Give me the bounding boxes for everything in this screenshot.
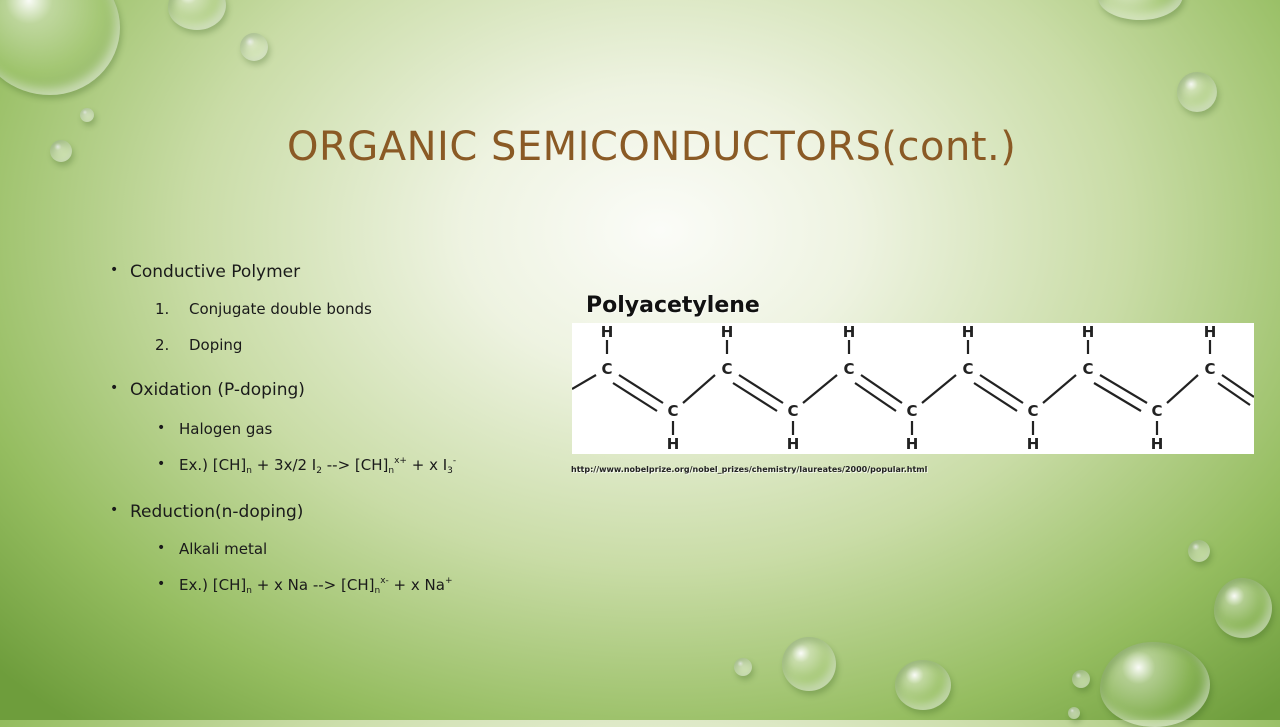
water-drop-decoration [1068, 707, 1080, 719]
bullet-dot-icon: • [110, 262, 119, 278]
cc-double-bond [973, 382, 1018, 412]
cc-single-bond [682, 374, 716, 404]
bullet-alkali-metal: • Alkali metal [157, 540, 268, 558]
figure-title: Polyacetylene [586, 293, 760, 318]
water-drop-decoration [734, 658, 752, 676]
water-drop-decoration [1177, 72, 1217, 112]
cc-single-bond [1042, 374, 1077, 404]
bullet-dot-icon: • [157, 420, 166, 436]
hydrogen-atom: H [601, 323, 614, 341]
cc-double-bond [618, 374, 664, 404]
bullet-dot-icon: • [110, 502, 119, 518]
cc-double-bond [732, 382, 778, 412]
hydrogen-atom: H [843, 323, 856, 341]
water-drop-decoration [1100, 642, 1210, 727]
hydrogen-atom: H [1204, 323, 1217, 341]
carbon-atom: C [1204, 360, 1215, 378]
water-drop-decoration [0, 0, 120, 95]
carbon-atom: C [843, 360, 854, 378]
carbon-atom: C [1082, 360, 1093, 378]
water-drop-decoration [782, 637, 836, 691]
cc-single-bond [921, 374, 957, 404]
carbon-atom: C [787, 402, 798, 420]
carbon-atom: C [906, 402, 917, 420]
hydrogen-atom: H [787, 435, 800, 453]
cc-single-bond [1166, 374, 1199, 404]
hydrogen-atom: H [1082, 323, 1095, 341]
cc-double-bond [1099, 374, 1148, 404]
source-link[interactable]: http://www.nobelprize.org/nobel_prizes/c… [571, 465, 928, 474]
carbon-atom: C [1027, 402, 1038, 420]
slide-title: ORGANIC SEMICONDUCTORS(cont.) [287, 124, 1017, 170]
cc-double-bond [854, 382, 897, 412]
carbon-atom: C [962, 360, 973, 378]
hydrogen-atom: H [1027, 435, 1040, 453]
bullet-dot-icon: • [157, 540, 166, 556]
bullet-conductive-polymer: • Conductive Polymer [110, 262, 301, 282]
cc-double-bond [1093, 382, 1142, 412]
cc-double-bond [1221, 374, 1255, 398]
cc-double-bond [860, 374, 903, 404]
bullet-oxidation-example: • Ex.) [CH]n + 3x/2 I2 --> [CH]nx+ + x I… [157, 456, 457, 476]
bullet-halogen-gas: • Halogen gas [157, 420, 273, 438]
water-drop-decoration [1072, 670, 1090, 688]
bullet-dot-icon: • [157, 456, 166, 472]
cc-single-bond [802, 374, 838, 404]
cc-double-bond [1217, 382, 1251, 406]
water-drop-decoration [168, 0, 226, 30]
bullet-reduction-example: • Ex.) [CH]n + x Na --> [CH]nx- + x Na+ [157, 576, 453, 596]
water-drop-decoration [895, 660, 951, 710]
hydrogen-atom: H [667, 435, 680, 453]
bullet-dot-icon: • [110, 380, 119, 396]
cc-single-bond [571, 374, 597, 390]
hydrogen-atom: H [962, 323, 975, 341]
bullet-reduction: • Reduction(n-doping) [110, 502, 304, 522]
carbon-atom: C [721, 360, 732, 378]
water-drop-decoration [1214, 578, 1272, 638]
hydrogen-atom: H [721, 323, 734, 341]
hydrogen-atom: H [906, 435, 919, 453]
water-drop-decoration [240, 33, 268, 61]
bullet-oxidation: • Oxidation (P-doping) [110, 380, 305, 400]
cc-double-bond [612, 382, 658, 412]
water-drop-decoration [1098, 0, 1183, 20]
water-drop-decoration [1188, 540, 1210, 562]
carbon-atom: C [1151, 402, 1162, 420]
cc-double-bond [979, 374, 1024, 404]
water-drop-decoration [50, 140, 72, 162]
water-drop-decoration [80, 108, 94, 122]
carbon-atom: C [667, 402, 678, 420]
cc-double-bond [738, 374, 784, 404]
hydrogen-atom: H [1151, 435, 1164, 453]
bullet-dot-icon: • [157, 576, 166, 592]
carbon-atom: C [601, 360, 612, 378]
